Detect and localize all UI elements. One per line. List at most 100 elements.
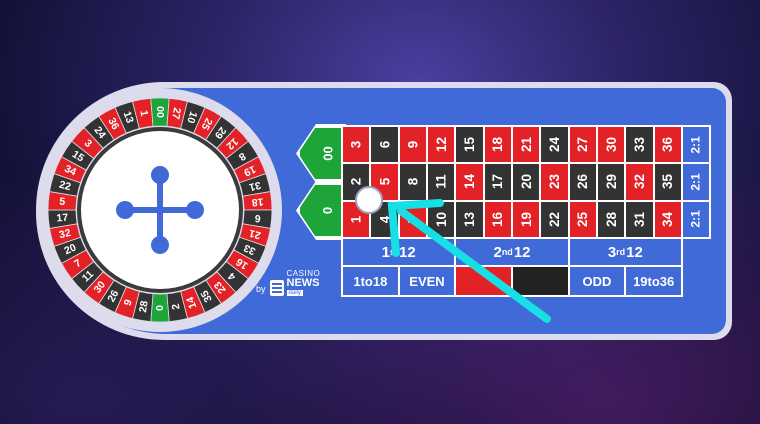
bet-number-cell[interactable]: 9 bbox=[399, 127, 426, 163]
number-label: 18 bbox=[490, 137, 506, 153]
number-label: 8 bbox=[405, 178, 421, 186]
wheel-number: 0 bbox=[154, 305, 166, 311]
number-label: 22 bbox=[546, 211, 562, 227]
bet-number-cell[interactable]: 32 bbox=[626, 164, 653, 200]
bet-black[interactable] bbox=[513, 267, 568, 295]
bet-column-middle[interactable]: 2:1 bbox=[683, 164, 709, 200]
column-bet-label: 2:1 bbox=[689, 173, 703, 191]
wheel-number: 31 bbox=[248, 179, 262, 194]
bet-number-cell[interactable]: 12 bbox=[428, 127, 455, 163]
number-label: 15 bbox=[461, 137, 477, 153]
number-label: 3 bbox=[348, 140, 364, 149]
number-label: 33 bbox=[631, 137, 647, 153]
bet-number-cell[interactable]: 21 bbox=[513, 127, 540, 163]
bet-even[interactable]: EVEN bbox=[399, 267, 455, 295]
number-label: 30 bbox=[603, 137, 619, 153]
wheel-number: 17 bbox=[56, 212, 69, 225]
bet-column-top[interactable]: 2:1 bbox=[683, 127, 709, 163]
bet-number-cell[interactable]: 23 bbox=[541, 164, 568, 200]
wheel-number: 2 bbox=[170, 303, 183, 311]
wheel-number: 35 bbox=[199, 288, 215, 304]
number-label: 9 bbox=[405, 140, 421, 149]
bet-number-cell[interactable]: 22 bbox=[541, 201, 568, 237]
bet-number-cell[interactable]: 31 bbox=[626, 201, 653, 237]
dozen-number: 12 bbox=[513, 243, 531, 261]
bet-number-cell[interactable]: 13 bbox=[456, 201, 483, 237]
dozen-suffix: nd bbox=[501, 247, 513, 257]
dozen-ordinal: 1 bbox=[381, 243, 390, 261]
number-label: 32 bbox=[631, 174, 647, 190]
number-label: 4 bbox=[376, 215, 392, 224]
bet-number-cell[interactable]: 27 bbox=[569, 127, 596, 163]
wheel-number: 9 bbox=[122, 298, 135, 308]
wheel-number: 5 bbox=[59, 196, 66, 208]
wheel-number: 7 bbox=[72, 257, 84, 270]
wheel-number: 20 bbox=[62, 241, 78, 257]
number-label: 36 bbox=[660, 137, 676, 153]
roulette-ball bbox=[355, 186, 383, 214]
wheel-number: 16 bbox=[234, 255, 250, 272]
wheel-number: 00 bbox=[154, 106, 166, 118]
number-label: 31 bbox=[631, 211, 647, 227]
wheel-number: 6 bbox=[254, 212, 261, 224]
bet-red[interactable] bbox=[456, 267, 511, 295]
bet-number-cell[interactable]: 16 bbox=[484, 201, 511, 237]
bet-number-cell[interactable]: 25 bbox=[569, 201, 596, 237]
newspaper-icon bbox=[269, 280, 284, 296]
wheel-number: 21 bbox=[248, 227, 262, 242]
wheel-number: 27 bbox=[169, 107, 183, 121]
double-zero-label: 00 bbox=[320, 146, 336, 161]
bet-number-cell[interactable]: 26 bbox=[569, 164, 596, 200]
number-label: 1 bbox=[348, 215, 364, 224]
bet-number-cell[interactable]: 29 bbox=[598, 164, 625, 200]
dozen-suffix: st bbox=[389, 247, 398, 257]
bet-number-cell[interactable]: 3 bbox=[343, 127, 370, 163]
dozen-ordinal: 2 bbox=[493, 243, 502, 261]
number-label: 12 bbox=[433, 137, 449, 153]
cross-handle-icon bbox=[116, 166, 204, 254]
bet-number-cell[interactable]: 15 bbox=[456, 127, 483, 163]
wheel-number: 13 bbox=[121, 110, 136, 125]
wheel-pocket bbox=[166, 290, 188, 323]
bet-number-cell[interactable]: 33 bbox=[626, 127, 653, 163]
bet-number-cell[interactable]: 35 bbox=[654, 164, 681, 200]
bet-number-cell[interactable]: 36 bbox=[654, 127, 681, 163]
wheel-number: 33 bbox=[242, 241, 258, 257]
bet-number-cell[interactable]: 10 bbox=[428, 201, 455, 237]
brand-news: NEWS bbox=[286, 277, 320, 289]
zero-label: 0 bbox=[320, 206, 336, 215]
wheel-number: 10 bbox=[184, 110, 199, 125]
bet-number-cell[interactable]: 34 bbox=[654, 201, 681, 237]
bet-number-cell[interactable]: 6 bbox=[371, 127, 398, 163]
number-label: 25 bbox=[575, 211, 591, 227]
bet-number-cell[interactable]: 14 bbox=[456, 164, 483, 200]
bet-number-cell[interactable]: 19 bbox=[513, 201, 540, 237]
number-label: 6 bbox=[376, 140, 392, 149]
bet-number-cell[interactable]: 17 bbox=[484, 164, 511, 200]
bet-column-bottom[interactable]: 2:1 bbox=[683, 201, 709, 237]
bet-number-cell[interactable]: 24 bbox=[541, 127, 568, 163]
outside-bets: 1to18 EVEN ODD 19to36 bbox=[341, 265, 683, 297]
number-label: 23 bbox=[546, 174, 562, 190]
number-label: 34 bbox=[660, 211, 676, 227]
number-label: 26 bbox=[575, 174, 591, 190]
bet-number-cell[interactable]: 28 bbox=[598, 201, 625, 237]
bet-number-cell[interactable]: 11 bbox=[428, 164, 455, 200]
bet-1to18[interactable]: 1to18 bbox=[343, 267, 398, 295]
bet-number-cell[interactable]: 18 bbox=[484, 127, 511, 163]
number-label: 21 bbox=[518, 137, 534, 153]
bet-number-cell[interactable]: 30 bbox=[598, 127, 625, 163]
bet-odd[interactable]: ODD bbox=[569, 267, 625, 295]
column-bet-label: 2:1 bbox=[689, 135, 703, 154]
bet-19to36[interactable]: 19to36 bbox=[626, 267, 681, 295]
bet-number-cell[interactable]: 7 bbox=[399, 201, 426, 237]
bet-number-cell[interactable]: 20 bbox=[513, 164, 540, 200]
dozen-number: 12 bbox=[399, 243, 416, 261]
wheel-number: 22 bbox=[58, 179, 72, 194]
bet-number-cell[interactable]: 8 bbox=[399, 164, 426, 200]
dozen-ordinal: 3 bbox=[607, 243, 617, 261]
